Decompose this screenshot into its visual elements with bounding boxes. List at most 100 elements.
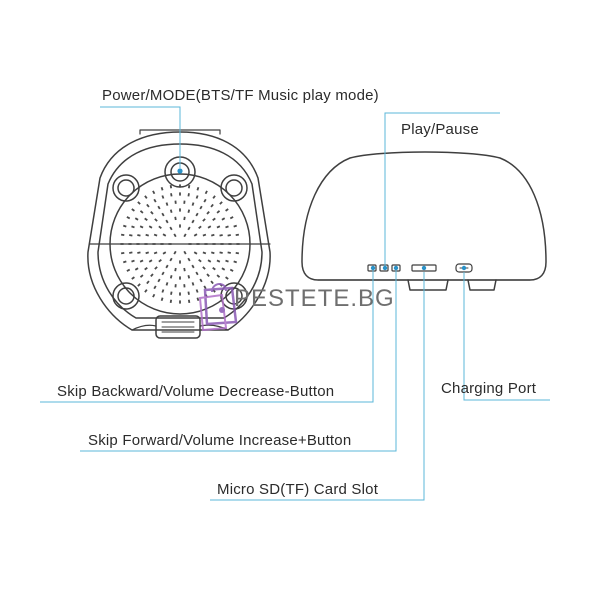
- grille-hole: [161, 212, 165, 217]
- grille-hole: [169, 299, 173, 304]
- grille-hole: [221, 267, 226, 271]
- grille-hole: [202, 218, 206, 222]
- watermark-logo: [198, 283, 238, 332]
- grille-hole: [212, 267, 216, 271]
- grille-hole: [196, 297, 200, 301]
- grille-hole: [146, 280, 150, 285]
- callout-skip-back-line: [40, 270, 374, 403]
- grille-hole: [219, 251, 223, 254]
- grille-hole: [120, 233, 125, 237]
- grille-hole: [174, 200, 177, 204]
- grille-hole: [144, 243, 148, 245]
- grille-hole: [157, 205, 161, 210]
- grille-hole: [139, 210, 144, 214]
- grille-hole: [154, 218, 158, 222]
- grille-hole: [120, 251, 125, 255]
- grille-hole: [179, 224, 181, 228]
- grille-hole: [198, 258, 202, 263]
- grille-hole: [225, 259, 229, 263]
- grille-hole: [187, 193, 190, 197]
- grille-hole: [191, 282, 195, 286]
- grille-hole: [187, 226, 191, 231]
- grille-hole: [174, 267, 177, 272]
- grille-hole: [195, 195, 199, 199]
- grille-hole: [216, 274, 221, 278]
- left-top-button[interactable]: [112, 174, 140, 202]
- grille-hole: [216, 210, 221, 214]
- grille-hole: [144, 217, 148, 221]
- dot-skip-back: [370, 265, 376, 271]
- grille-hole: [173, 250, 177, 255]
- grille-hole: [202, 266, 206, 270]
- grille-hole: [179, 260, 181, 264]
- grille-hole: [199, 205, 203, 210]
- callout-power-line: [100, 106, 181, 168]
- grille-hole: [165, 282, 169, 286]
- micro-sd-slot[interactable]: [411, 264, 437, 272]
- grille-hole: [179, 208, 181, 212]
- grille-hole: [145, 251, 149, 255]
- grille-hole: [179, 292, 181, 296]
- grille-hole: [134, 217, 139, 221]
- grille-hole: [152, 190, 156, 195]
- grille-hole: [169, 257, 173, 262]
- label-skip-backward: Skip Backward/Volume Decrease-Button: [57, 383, 335, 400]
- right-top-button[interactable]: [220, 174, 248, 202]
- top-view-port-cluster: [131, 315, 229, 339]
- grille-hole: [233, 260, 237, 264]
- callout-dots: [177, 168, 467, 271]
- grille-hole: [187, 257, 191, 262]
- grille-hole: [220, 243, 224, 245]
- grille-hole: [210, 203, 214, 208]
- label-charging-port: Charging Port: [441, 380, 537, 397]
- grille-hole: [168, 243, 172, 245]
- grille-hole: [179, 300, 181, 304]
- grille-hole: [150, 211, 154, 215]
- grille-hole: [225, 208, 229, 212]
- speaker-top-view: [87, 129, 271, 339]
- grille-hole: [157, 278, 161, 283]
- grille-hole: [206, 273, 210, 277]
- grille-hole: [191, 219, 195, 224]
- grille-hole: [161, 289, 165, 293]
- grille-hole: [173, 233, 177, 238]
- side-view-shell: [301, 151, 547, 281]
- grille-hole: [236, 243, 240, 245]
- label-skip-forward: Skip Forward/Volume Increase+Button: [88, 432, 352, 449]
- grille-hole: [131, 259, 135, 263]
- left-bottom-button[interactable]: [112, 282, 140, 310]
- shopping-bag-icon: [198, 283, 238, 332]
- grille-hole: [219, 234, 223, 237]
- grille-hole: [131, 208, 135, 212]
- grille-hole: [160, 187, 164, 191]
- grille-hole: [136, 243, 140, 245]
- dot-power: [177, 168, 183, 174]
- grille-hole: [161, 195, 165, 199]
- grille-hole: [126, 268, 131, 272]
- grille-hole: [219, 201, 223, 205]
- callout-lines: [40, 106, 550, 501]
- grille-hole: [179, 192, 181, 196]
- grille-hole: [193, 233, 198, 237]
- grille-hole: [211, 233, 215, 237]
- side-foot-left: [407, 279, 449, 291]
- grille-hole: [203, 198, 207, 203]
- grille-hole: [207, 225, 212, 229]
- grille-hole: [202, 233, 207, 237]
- grille-hole: [179, 276, 181, 280]
- grille-hole: [187, 184, 191, 189]
- grille-hole: [191, 202, 195, 206]
- grille-hole: [170, 193, 173, 197]
- grille-hole: [160, 243, 164, 245]
- grille-hole: [187, 275, 191, 279]
- grille-hole: [212, 195, 216, 199]
- grille-hole: [183, 233, 187, 238]
- grille-hole: [198, 225, 202, 230]
- grille-hole: [225, 225, 229, 229]
- grille-hole: [195, 271, 199, 276]
- grille-hole: [148, 259, 153, 263]
- grille-hole: [174, 284, 177, 288]
- grille-hole: [144, 289, 148, 293]
- grille-hole: [187, 299, 191, 304]
